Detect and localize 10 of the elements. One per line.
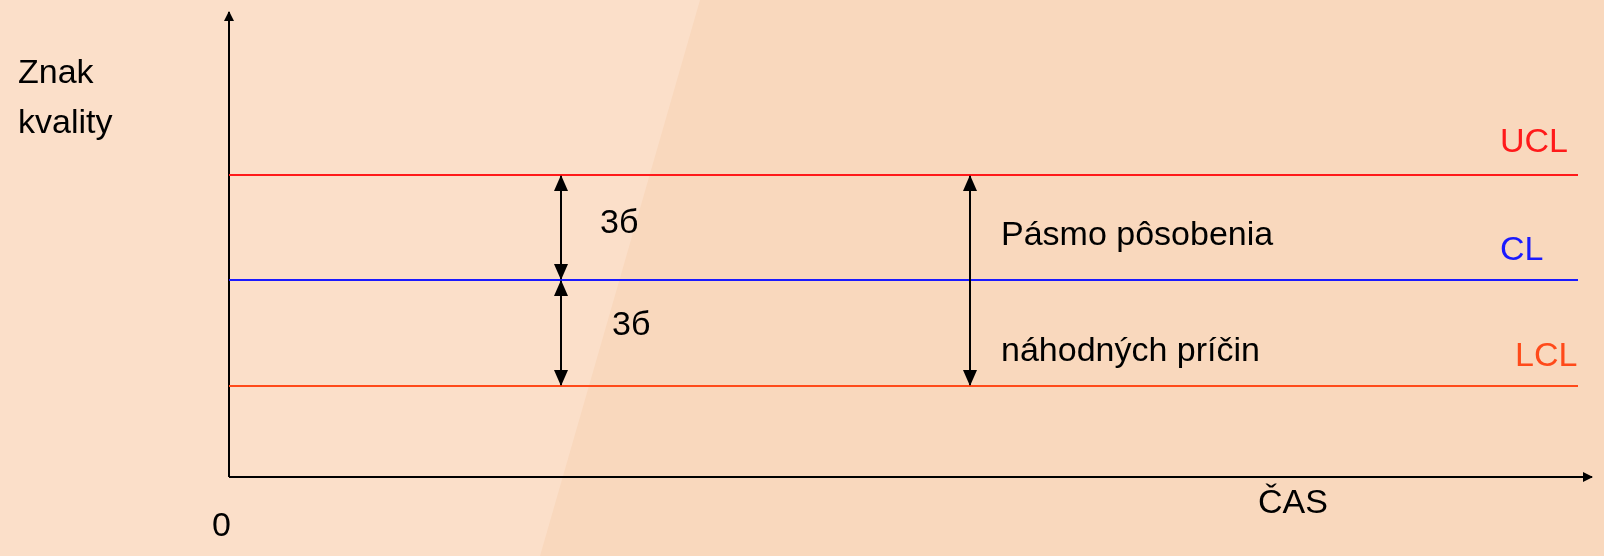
sigma-label: 3б [612, 304, 651, 342]
limit-label: CL [1500, 229, 1544, 267]
limit-label: LCL [1515, 335, 1578, 373]
limit-label: UCL [1500, 121, 1569, 159]
sigma-label: 3б [600, 202, 639, 240]
zone-label: Pásmo pôsobenia [1001, 214, 1274, 252]
origin-label: 0 [212, 505, 231, 543]
axis-label: ČAS [1258, 482, 1328, 520]
axis-label: Znak kvality [18, 51, 114, 142]
zone-label: náhodných príčin [1001, 330, 1260, 368]
